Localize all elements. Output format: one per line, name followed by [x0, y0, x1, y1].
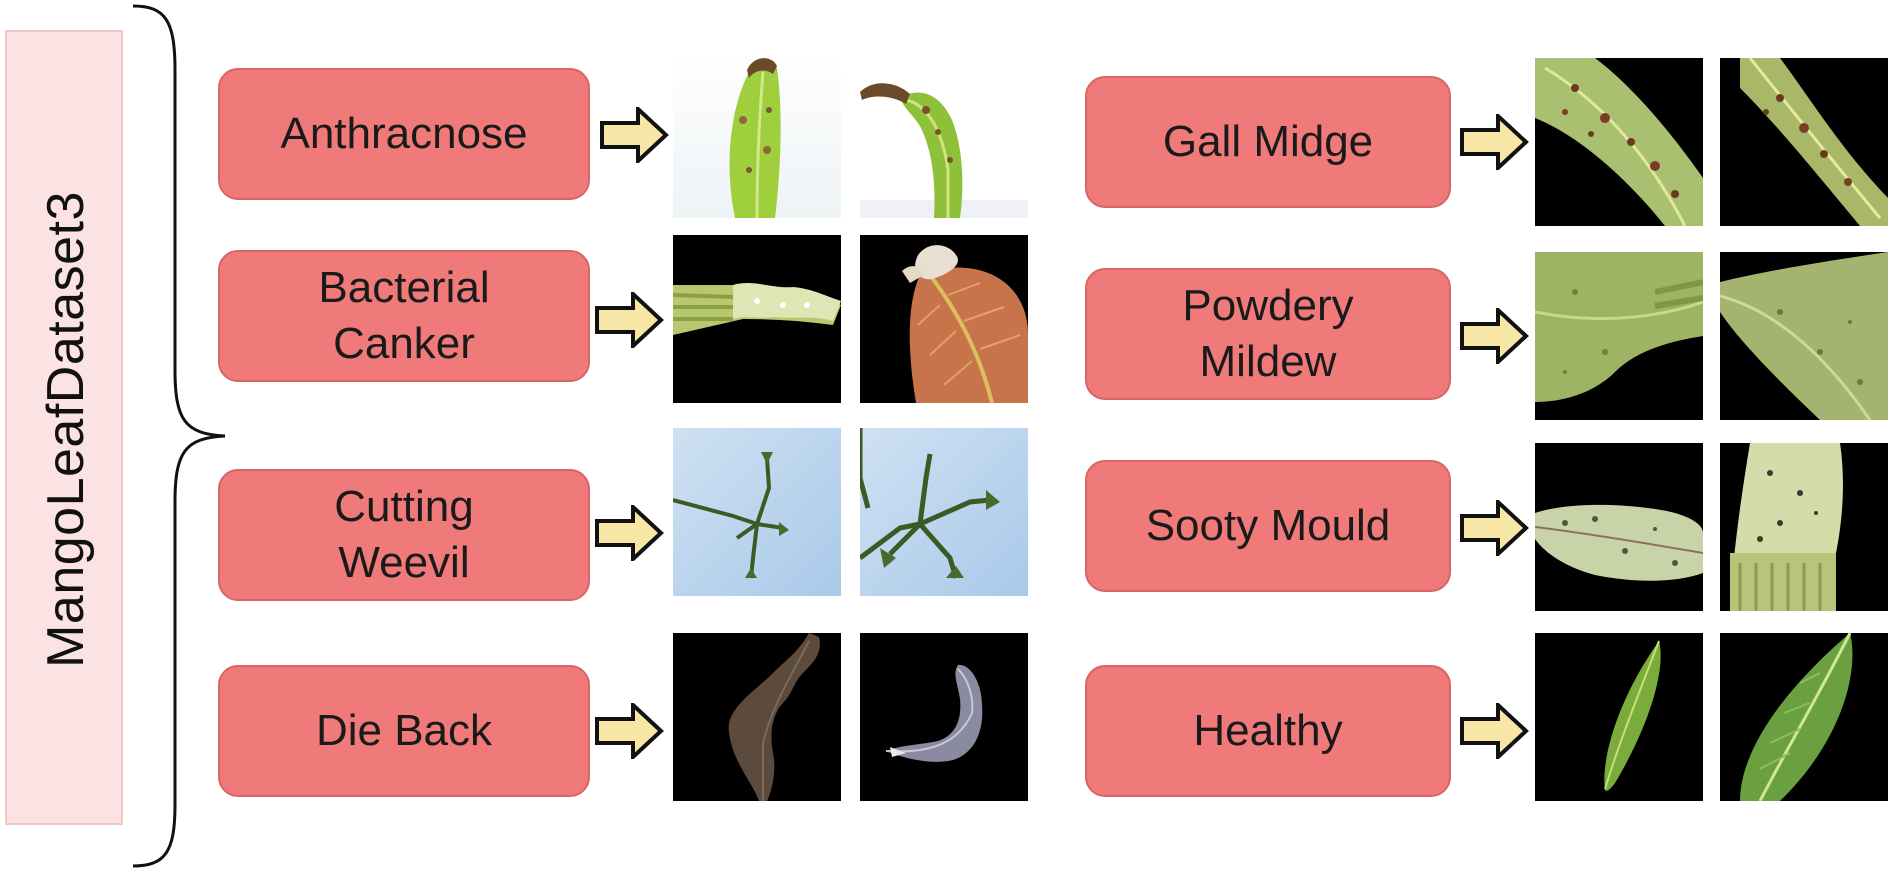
class-box-cutting-weevil: Cutting Weevil: [218, 469, 590, 601]
right-arrow-icon: [595, 292, 664, 348]
powdery-mildew-sample-image-1: [1535, 252, 1703, 420]
class-box-die-back: Die Back: [218, 665, 590, 797]
right-arrow-icon: [1460, 500, 1529, 556]
healthy-sample-image-2: [1720, 633, 1888, 801]
right-arrow-icon: [1460, 703, 1529, 759]
dataset-label-box: MangoLeafDataset3: [5, 30, 123, 825]
right-arrow-icon: [1460, 114, 1529, 170]
gall-midge-sample-image-1: [1535, 58, 1703, 226]
class-box-bacterial-canker: Bacterial Canker: [218, 250, 590, 382]
right-arrow-icon: [1460, 308, 1529, 364]
bacterial-canker-sample-image-1: [673, 235, 841, 403]
class-box-healthy: Healthy: [1085, 665, 1451, 797]
gall-midge-sample-image-2: [1720, 58, 1888, 226]
class-box-sooty-mould: Sooty Mould: [1085, 460, 1451, 592]
anthracnose-sample-image-1: [673, 50, 841, 218]
sooty-mould-sample-image-1: [1535, 443, 1703, 611]
anthracnose-sample-image-2: [860, 50, 1028, 218]
class-box-gall-midge: Gall Midge: [1085, 76, 1451, 208]
cutting-weevil-sample-image-1: [673, 428, 841, 596]
class-box-powdery-mildew: Powdery Mildew: [1085, 268, 1451, 400]
healthy-sample-image-1: [1535, 633, 1703, 801]
dataset-name: MangoLeafDataset3: [37, 191, 95, 668]
die-back-sample-image-1: [673, 633, 841, 801]
class-box-anthracnose: Anthracnose: [218, 68, 590, 200]
sooty-mould-sample-image-2: [1720, 443, 1888, 611]
powdery-mildew-sample-image-2: [1720, 252, 1888, 420]
cutting-weevil-sample-image-2: [860, 428, 1028, 596]
right-arrow-icon: [600, 107, 669, 163]
right-arrow-icon: [595, 505, 664, 561]
curly-brace-icon: [132, 4, 226, 868]
bacterial-canker-sample-image-2: [860, 235, 1028, 403]
die-back-sample-image-2: [860, 633, 1028, 801]
right-arrow-icon: [595, 703, 664, 759]
